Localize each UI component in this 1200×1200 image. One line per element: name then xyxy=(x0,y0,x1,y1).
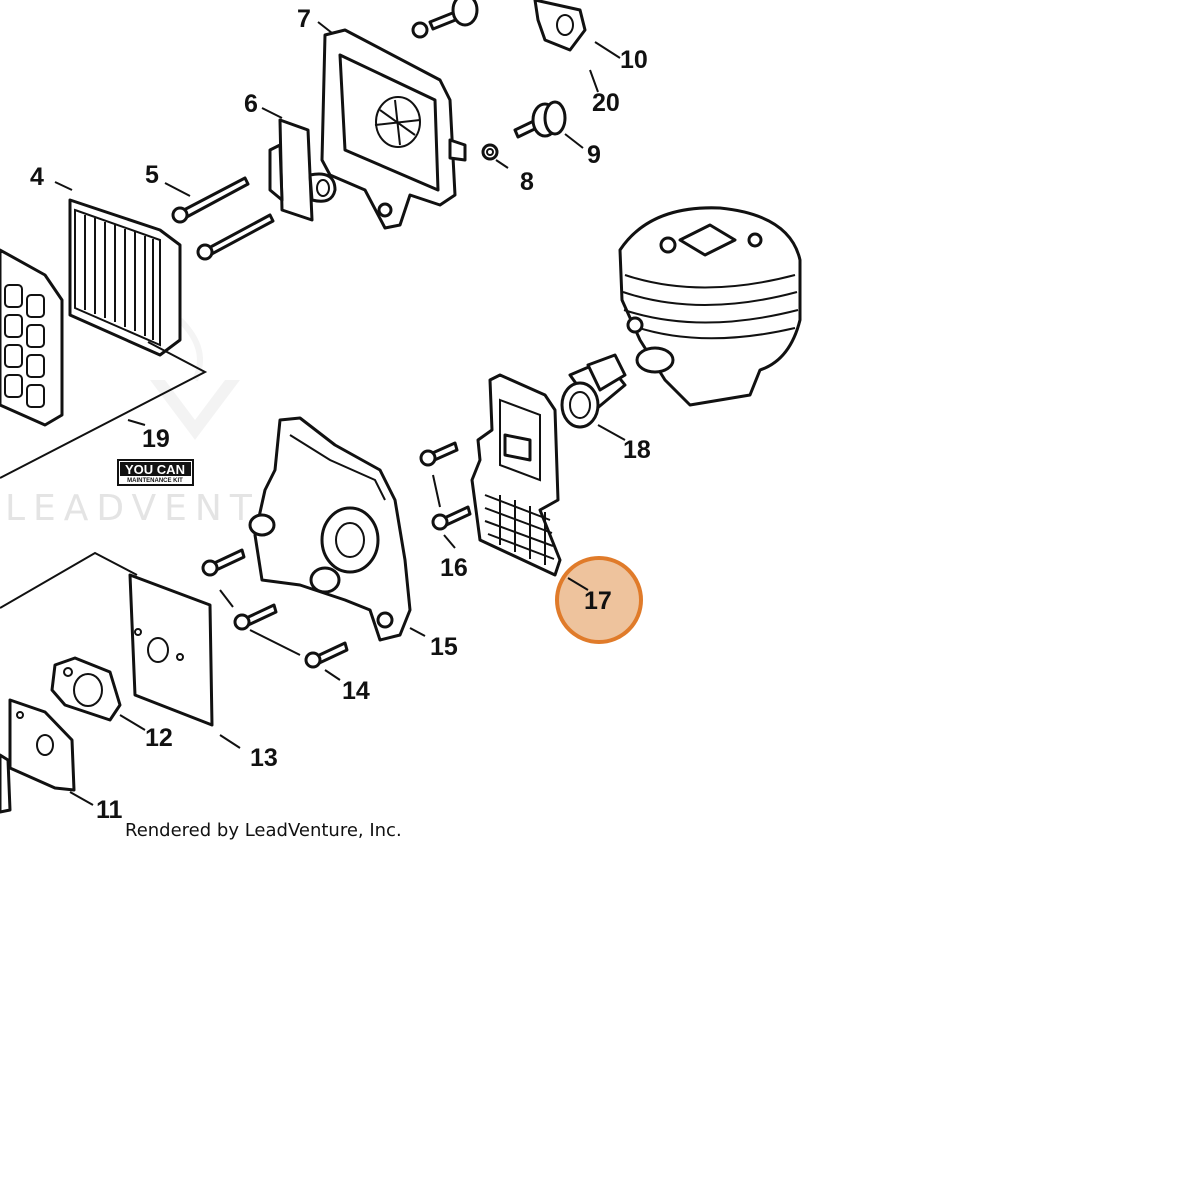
leader-lines xyxy=(54,21,626,806)
callout-8[interactable]: 8 xyxy=(520,168,534,196)
intake-adapter-15[interactable] xyxy=(248,416,412,642)
screw-set-14[interactable] xyxy=(201,548,349,669)
baffle-17[interactable] xyxy=(470,373,562,577)
callout-19[interactable]: 19 xyxy=(142,425,170,453)
callout-6[interactable]: 6 xyxy=(244,90,258,118)
callout-14[interactable]: 14 xyxy=(342,677,370,705)
kit-badge-main: YOU CAN xyxy=(125,462,185,477)
filter-frame[interactable] xyxy=(0,248,64,427)
washer-8[interactable] xyxy=(481,143,499,161)
kit-badge-sub: MAINTENANCE KIT xyxy=(127,478,183,484)
gasket-6[interactable] xyxy=(268,118,337,222)
gasket-10[interactable] xyxy=(533,0,587,52)
callout-4[interactable]: 4 xyxy=(30,163,44,191)
callout-labels: 4 5 6 7 8 9 10 11 12 13 14 15 16 17 18 1… xyxy=(30,5,651,824)
knob-screw-top[interactable] xyxy=(411,0,479,39)
callout-16[interactable]: 16 xyxy=(440,554,468,582)
callout-11[interactable]: 11 xyxy=(96,796,123,824)
callout-13[interactable]: 13 xyxy=(250,744,278,772)
screw-pair-5[interactable] xyxy=(171,176,275,261)
air-box-7[interactable] xyxy=(320,28,467,230)
highlight-marker[interactable] xyxy=(555,556,643,644)
cylinder[interactable] xyxy=(618,206,802,407)
render-credit: Rendered by LeadVenture, Inc. xyxy=(125,820,402,841)
watermark-logo xyxy=(150,317,240,440)
gasket-13[interactable] xyxy=(128,573,214,727)
callout-9[interactable]: 9 xyxy=(587,141,601,169)
screw-pair-16[interactable] xyxy=(419,441,472,531)
callout-12[interactable]: 12 xyxy=(145,724,173,752)
maintenance-kit-badge: YOU CAN MAINTENANCE KIT xyxy=(117,459,194,486)
callout-20[interactable]: 20 xyxy=(592,89,620,117)
air-filter[interactable] xyxy=(68,198,182,357)
callout-17[interactable]: 17 xyxy=(584,587,612,615)
kit-box-lines xyxy=(0,341,208,609)
callout-15[interactable]: 15 xyxy=(430,633,458,661)
gasket-11[interactable] xyxy=(0,698,76,814)
callout-5[interactable]: 5 xyxy=(145,161,159,189)
flange-12[interactable] xyxy=(50,656,122,722)
callout-10[interactable]: 10 xyxy=(620,46,648,74)
callout-18[interactable]: 18 xyxy=(623,436,651,464)
callout-7[interactable]: 7 xyxy=(297,5,311,33)
intake-flange-18[interactable] xyxy=(560,353,627,429)
knob-screw-9[interactable] xyxy=(513,100,567,139)
